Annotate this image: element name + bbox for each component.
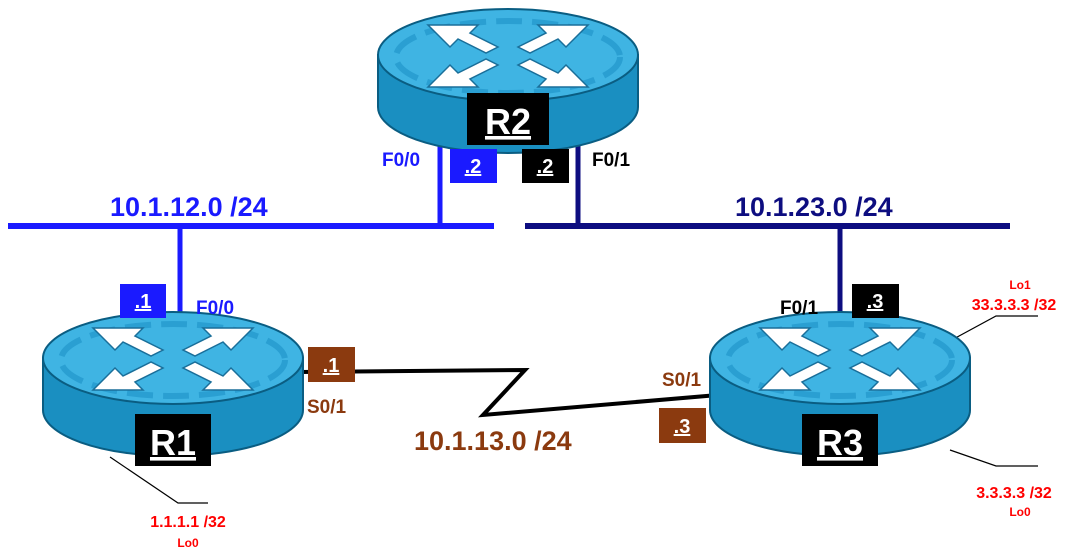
router-r1-label: R1 [150,422,196,463]
r1-s01-label: S0/1 [307,397,347,418]
router-r3[interactable]: R3 [710,312,970,466]
svg-text:.3: .3 [867,291,884,313]
net23-label: 10.1.23.0 /24 [735,192,893,222]
r2-f00-label: F0/0 [382,150,420,171]
r3-lo1-ip: 33.3.3.3 /32 [972,297,1057,314]
r1-lo0-leader [109,456,208,504]
r3-net13-hostid-badge: .3 [659,408,706,443]
router-r2-label: R2 [485,101,531,142]
router-r3-label: R3 [817,422,863,463]
r3-lo1-leader [947,315,1038,343]
svg-text:.2: .2 [465,156,482,178]
router-r1[interactable]: R1 [43,312,303,466]
r3-lo0-ip: 3.3.3.3 /32 [976,485,1052,502]
r1-lo0-ip: 1.1.1.1 /32 [150,514,226,531]
svg-text:.1: .1 [135,291,152,313]
r3-net23-hostid-badge: .3 [852,284,899,318]
r3-lo0-leader [949,449,1038,467]
r1-net13-hostid-badge: .1 [308,347,355,382]
serial-link-r1-r3 [299,367,719,418]
svg-text:.1: .1 [323,355,340,377]
router-r2[interactable]: R2 [378,9,638,153]
r3-lo1-name: Lo1 [1009,278,1031,292]
svg-text:.3: .3 [674,416,691,438]
r2-net23-hostid-badge: .2 [522,149,569,183]
r1-lo0-name: Lo0 [177,536,199,550]
r3-f01-label: F0/1 [780,298,818,319]
r2-f01-label: F0/1 [592,150,630,171]
r1-net12-hostid-badge: .1 [120,284,166,318]
svg-text:.2: .2 [537,156,554,178]
net12-label: 10.1.12.0 /24 [110,192,268,222]
r1-f00-label: F0/0 [196,298,234,319]
r3-lo0-name: Lo0 [1009,505,1031,519]
net13-label: 10.1.13.0 /24 [414,426,572,456]
r2-net12-hostid-badge: .2 [450,149,497,183]
r3-s01-label: S0/1 [662,370,702,391]
